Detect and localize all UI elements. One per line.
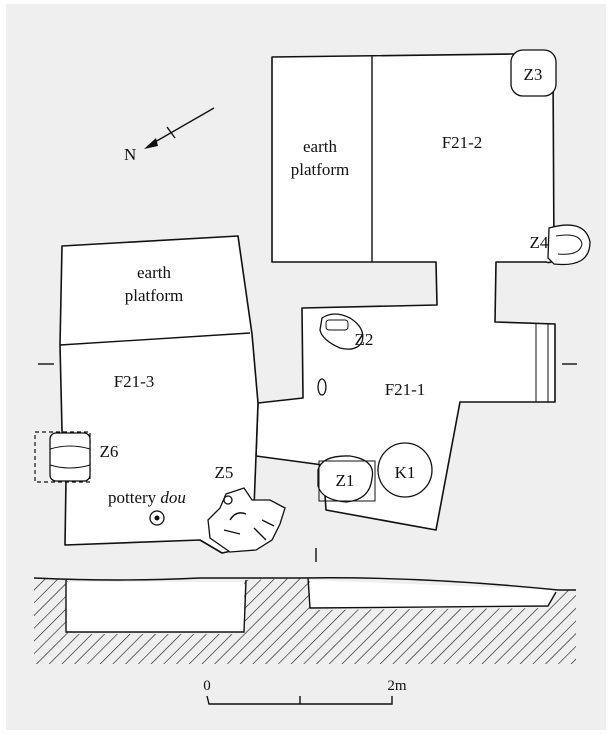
- hearth-z2-inner: [325, 319, 349, 331]
- label-f21-2: F21-2: [442, 133, 483, 152]
- hearth-z4-inner: [555, 234, 583, 255]
- north-label: N: [124, 145, 136, 164]
- cross-section-cut-right: [310, 580, 558, 607]
- north-arrow-shaft: [147, 107, 215, 147]
- label-pottery-dou: pottery dou: [108, 488, 186, 507]
- label-z2: Z2: [355, 330, 374, 349]
- posthole: [317, 378, 327, 396]
- earth-platform-left-line2: platform: [125, 286, 184, 305]
- hearth-z1-box: [318, 460, 376, 502]
- north-arrow-tick: [166, 126, 176, 139]
- pottery-dou-inner: [154, 515, 160, 521]
- earth-platform-right-line1: earth: [303, 137, 337, 156]
- earth-platform-right-line2: platform: [291, 160, 350, 179]
- cross-section-floor: [65, 577, 557, 633]
- label-z6: Z6: [100, 442, 119, 461]
- cross-section-surface: [33, 577, 576, 591]
- label-z1: Z1: [336, 471, 355, 490]
- hearth-z5-marks: [223, 512, 275, 541]
- label-z5: Z5: [215, 463, 234, 482]
- label-z3: Z3: [524, 65, 543, 84]
- hearth-z6-inner: [49, 445, 91, 469]
- hearth-z2: [319, 313, 364, 350]
- hearth-z1: [317, 455, 374, 503]
- hearth-z4: [547, 224, 591, 266]
- scale-bar: [206, 695, 393, 705]
- label-f21-1: F21-1: [385, 380, 426, 399]
- pottery-italic: dou: [160, 488, 186, 507]
- platform-divider-left: [59, 332, 251, 346]
- earth-platform-left-line1: earth: [137, 263, 171, 282]
- pottery-prefix: pottery: [108, 488, 160, 507]
- pit-k1: [377, 442, 433, 498]
- scale-end-label: 2m: [387, 678, 407, 694]
- hearth-z6: [49, 432, 91, 482]
- scale-start-label: 0: [203, 678, 211, 694]
- cross-section-hatch: [34, 578, 576, 664]
- cross-section-cut-left: [66, 582, 244, 632]
- label-k1: K1: [395, 463, 416, 482]
- label-z4: Z4: [530, 233, 549, 252]
- north-arrow-head: [144, 138, 158, 149]
- hearth-z3: [510, 49, 557, 97]
- hearth-z5-dot: [223, 495, 233, 505]
- label-f21-3: F21-3: [114, 372, 155, 391]
